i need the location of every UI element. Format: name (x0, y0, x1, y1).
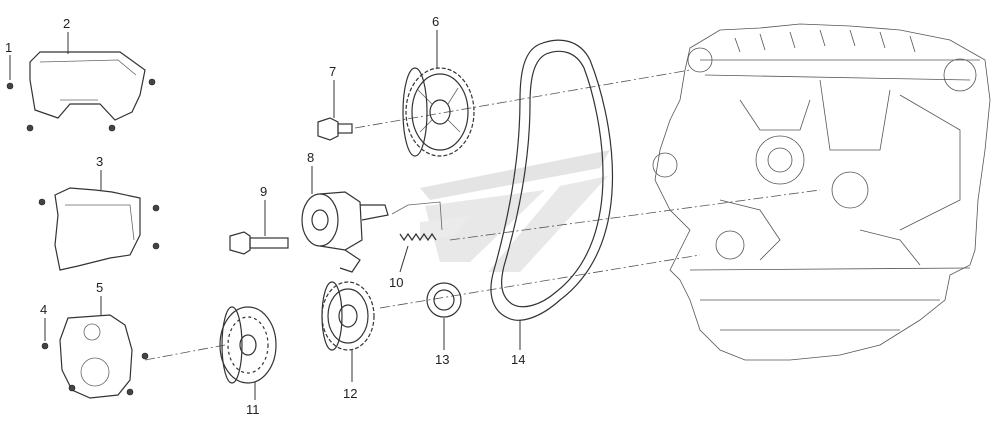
callout-6: 6 (432, 14, 439, 68)
assembly-lines (144, 69, 821, 361)
bolt (41, 342, 49, 350)
bolt (152, 242, 160, 250)
svg-text:11: 11 (246, 402, 260, 417)
callout-7: 7 (329, 64, 336, 118)
bolt (6, 82, 14, 90)
bolt (126, 388, 134, 396)
callout-12: 12 (343, 350, 357, 401)
sprocket-bolt (317, 117, 353, 141)
svg-text:3: 3 (96, 154, 103, 169)
svg-text:10: 10 (389, 275, 403, 290)
bolt (38, 198, 46, 206)
svg-text:12: 12 (343, 386, 357, 401)
middle-timing-cover (54, 187, 141, 271)
svg-text:7: 7 (329, 64, 336, 79)
svg-text:2: 2 (63, 16, 70, 31)
tensioner-spring (391, 201, 443, 242)
callout-13: 13 (435, 318, 449, 367)
tensioner-bolt (229, 231, 289, 255)
bolt (26, 124, 34, 132)
callout-3: 3 (96, 154, 103, 190)
callout-14: 14 (511, 320, 525, 367)
tensioner-pulley (301, 191, 389, 273)
svg-text:13: 13 (435, 352, 449, 367)
svg-text:6: 6 (432, 14, 439, 29)
callout-5: 5 (96, 280, 103, 316)
callout-1: 1 (5, 40, 12, 80)
upper-timing-cover (29, 51, 146, 121)
callout-2: 2 (63, 16, 70, 54)
svg-text:4: 4 (40, 302, 47, 317)
callout-4: 4 (40, 302, 47, 341)
crankshaft-pulley (219, 306, 277, 384)
bolt (68, 384, 76, 392)
svg-text:14: 14 (511, 352, 525, 367)
svg-text:1: 1 (5, 40, 12, 55)
callout-9: 9 (260, 184, 267, 236)
callout-10: 10 (389, 245, 409, 290)
svg-text:9: 9 (260, 184, 267, 199)
crankshaft-sprocket (321, 281, 375, 351)
callout-8: 8 (307, 150, 314, 194)
seal-ring (426, 282, 462, 318)
callouts: 1 2 3 4 5 6 7 8 (5, 14, 525, 417)
svg-text:5: 5 (96, 280, 103, 295)
bolt (148, 78, 156, 86)
camshaft-sprocket (402, 67, 475, 157)
svg-text:8: 8 (307, 150, 314, 165)
engine-block (652, 23, 991, 361)
timing-belt (490, 39, 613, 321)
bolt (152, 204, 160, 212)
bolt (141, 352, 149, 360)
bolt (108, 124, 116, 132)
callout-11: 11 (246, 382, 260, 417)
lower-timing-cover (59, 314, 133, 399)
